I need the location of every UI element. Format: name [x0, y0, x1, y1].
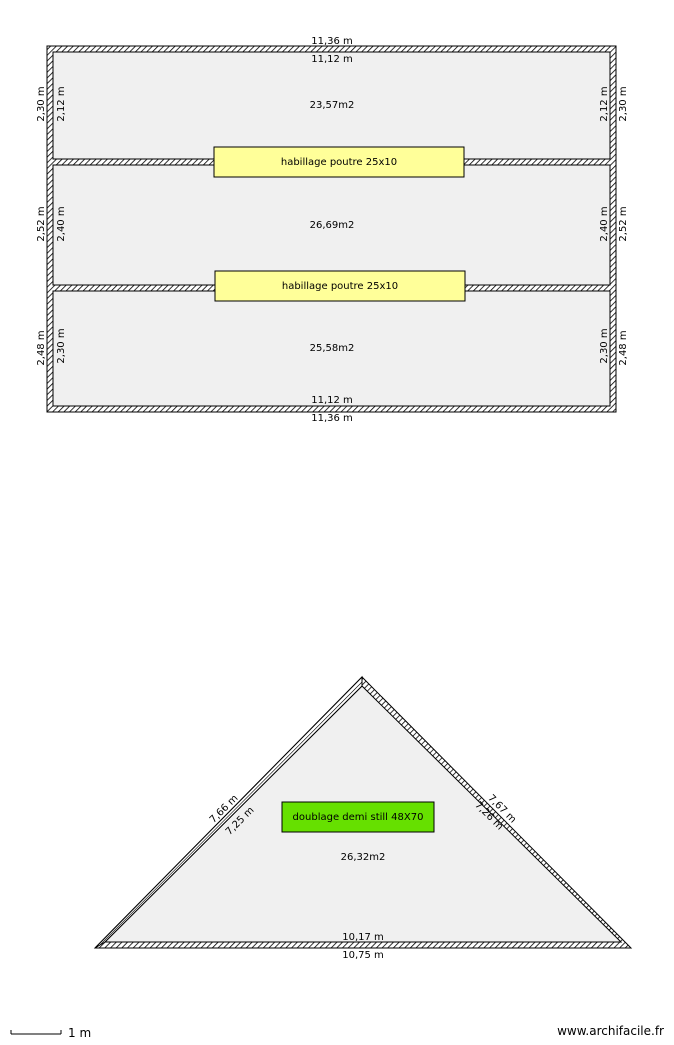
top-outer-width: 11,36 m: [311, 36, 353, 47]
room-3-right-outer-height: 2,48 m: [618, 330, 629, 365]
triangle-area: 26,32m2: [341, 852, 386, 863]
beam-box-1[interactable]: [213, 146, 465, 178]
room-3-left-inner-height: 2,30 m: [56, 328, 67, 363]
room-1-area: 23,57m2: [310, 100, 355, 111]
room-2-left-outer-height: 2,52 m: [36, 206, 47, 241]
room-3-right-inner-height: 2,30 m: [599, 328, 610, 363]
room-1-right-inner-height: 2,12 m: [599, 86, 610, 121]
triangle-base-inner: 10,17 m: [342, 932, 384, 943]
scale-label: 1 m: [68, 1026, 91, 1040]
room-1-left-inner-height: 2,12 m: [56, 86, 67, 121]
triangular-plan: doublage demi still 48X70 26,32m2 7,66 m…: [93, 675, 633, 961]
bottom-outer-width: 11,36 m: [311, 413, 353, 424]
beam-label-2: habillage poutre 25x10: [282, 281, 398, 292]
triangle-base-outer: 10,75 m: [342, 950, 384, 961]
watermark[interactable]: www.archifacile.fr: [557, 1024, 664, 1038]
room-3[interactable]: [52, 290, 611, 407]
room-3-left-outer-height: 2,48 m: [36, 330, 47, 365]
room-2-area: 26,69m2: [310, 220, 355, 231]
beam-label-1: habillage poutre 25x10: [281, 157, 397, 168]
scale-bar: 1 m: [10, 1026, 91, 1040]
beam-box-2[interactable]: [214, 270, 466, 302]
doublage-label: doublage demi still 48X70: [293, 812, 424, 823]
room-2-left-inner-height: 2,40 m: [56, 206, 67, 241]
rectangular-plan: habillage poutre 25x10 habillage poutre …: [36, 36, 629, 424]
room-1-right-outer-height: 2,30 m: [618, 86, 629, 121]
doublage-box[interactable]: [281, 801, 435, 833]
top-inner-width: 11,12 m: [311, 54, 353, 65]
bottom-inner-width: 11,12 m: [311, 395, 353, 406]
triangle-left-wall: [94, 675, 363, 949]
room-3-area: 25,58m2: [310, 343, 355, 354]
room-2-right-inner-height: 2,40 m: [599, 206, 610, 241]
triangle-left-wall-line: [99, 681, 363, 946]
room-1[interactable]: [52, 51, 611, 160]
room-2-right-outer-height: 2,52 m: [618, 206, 629, 241]
room-1-left-outer-height: 2,30 m: [36, 86, 47, 121]
